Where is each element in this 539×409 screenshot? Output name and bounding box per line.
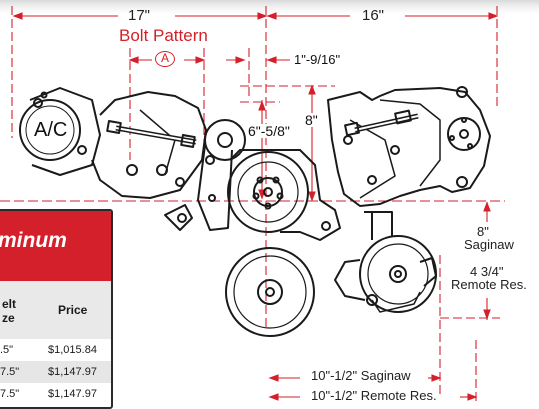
price-table-column-headers: elt ze Price	[0, 281, 111, 339]
table-row: 7.5" $1,147.97	[0, 383, 111, 405]
bolt-marker-circle: A	[155, 51, 175, 67]
price-cell: $1,147.97	[48, 366, 97, 378]
height-8-label: 8"	[305, 112, 318, 128]
price-table: minum elt ze Price .5" $1,015.84 7.5" $1…	[0, 209, 113, 409]
offset-1-9-16-label: 1"-9/16"	[294, 52, 341, 67]
bracket-outline	[19, 86, 491, 337]
price-table-header: minum	[0, 211, 111, 281]
table-row: .5" $1,015.84	[0, 339, 111, 361]
price-table-title: minum	[0, 229, 67, 252]
price-cell: $1,147.97	[48, 388, 97, 400]
bolt-pattern-label: Bolt Pattern	[119, 26, 208, 45]
table-row: 7.5" $1,147.97	[0, 361, 111, 383]
dimension-17-label: 17"	[128, 7, 151, 24]
belt-size-cell: 7.5"	[0, 366, 20, 378]
belt-size-column-header: elt ze	[2, 297, 17, 325]
ac-label: A/C	[34, 119, 68, 141]
dimension-16-label: 16"	[362, 7, 385, 24]
saginaw-width-label: 10"-1/2" Saginaw	[311, 368, 411, 383]
bolt-marker-label: A	[160, 51, 169, 65]
price-cell: $1,015.84	[48, 344, 97, 356]
remote-res-height-value: 4 3/4"	[470, 264, 504, 279]
saginaw-height-label: Saginaw	[464, 237, 514, 252]
saginaw-height-value: 8"	[477, 224, 489, 239]
belt-size-cell: .5"	[0, 344, 14, 356]
height-6-5-8-label: 6"-5/8"	[248, 123, 290, 139]
price-column-header: Price	[58, 303, 88, 317]
belt-size-cell: 7.5"	[0, 388, 20, 400]
remote-res-height-label: Remote Res.	[451, 277, 527, 292]
remote-res-width-label: 10"-1/2" Remote Res.	[311, 388, 437, 403]
